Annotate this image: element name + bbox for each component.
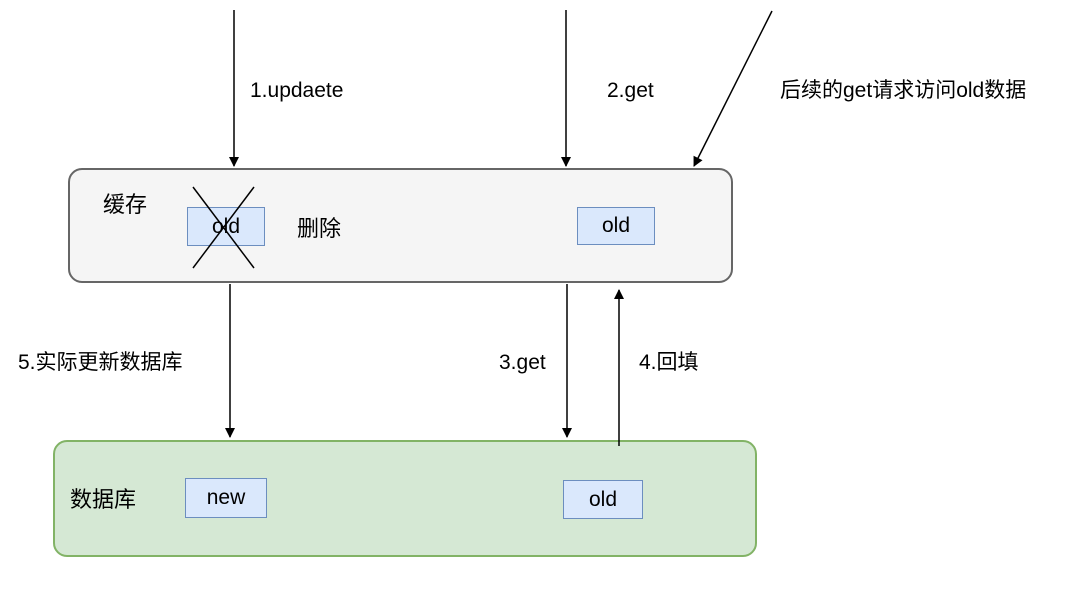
cache-old-value-box: old [577,207,655,245]
cache-delete-label: 删除 [297,216,342,241]
arrow-label-5-update-db: 5.实际更新数据库 [18,351,183,374]
database-new-value-box: new [185,478,267,518]
arrow-label-2-get: 2.get [607,79,654,102]
cache-deleted-value-box: old [187,207,265,246]
arrow-label-3-get: 3.get [499,351,546,374]
database-node: 数据库 new old [53,440,757,557]
database-old-value-label: old [588,487,618,511]
database-title: 数据库 [70,487,137,512]
arrow-label-1-update: 1.updaete [250,79,344,102]
database-old-value-box: old [563,480,643,519]
arrow-label-4-backfill: 4.回填 [639,351,699,374]
cache-deleted-value-label: old [211,214,241,238]
arrow-subsequent-get [693,10,773,167]
cache-node: 缓存 old 删除 old [68,168,733,283]
cache-old-value-label: old [601,214,631,237]
cache-title: 缓存 [103,192,148,217]
database-new-value-label: new [206,486,246,509]
arrow-label-subsequent-get: 后续的get请求访问old数据 [780,79,1027,102]
